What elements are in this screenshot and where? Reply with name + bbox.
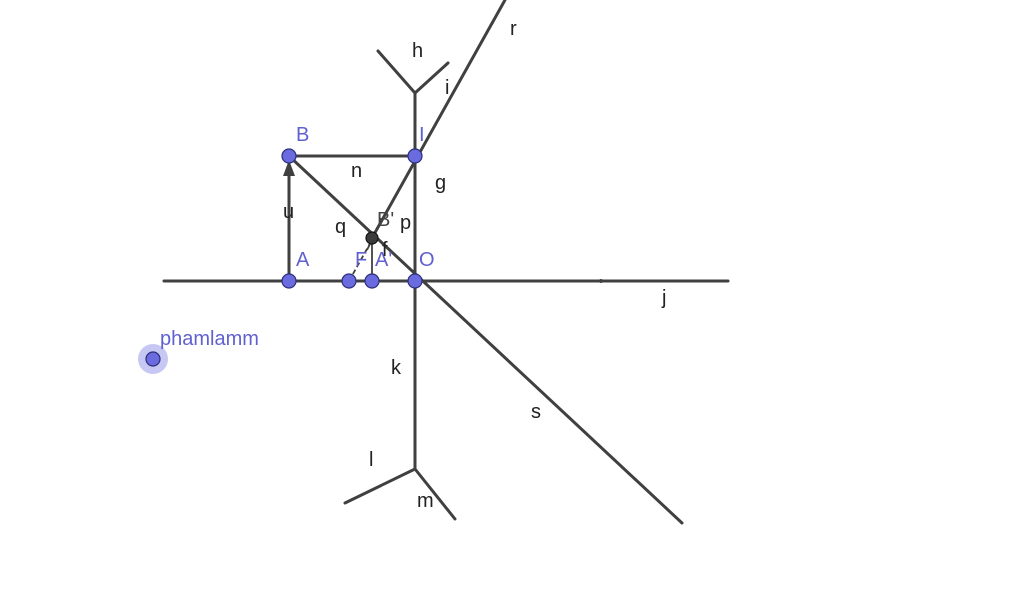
point-B-prime[interactable]	[365, 231, 379, 245]
point-A[interactable]	[281, 273, 297, 289]
line-s[interactable]	[287, 154, 684, 525]
label-B-prime: B'	[377, 209, 394, 231]
label-f: f	[382, 239, 388, 261]
label-m: m	[417, 490, 434, 512]
point-B[interactable]	[281, 148, 297, 164]
label-u: u	[283, 201, 294, 223]
label-I: I	[419, 124, 425, 146]
axis-tick-dot	[599, 279, 603, 283]
vector-u-arrowhead	[283, 160, 295, 176]
label-j: j	[661, 287, 666, 309]
point-A-prime[interactable]	[364, 273, 380, 289]
label-p: p	[400, 212, 411, 234]
label-g: g	[435, 172, 446, 194]
label-l: l	[369, 449, 373, 471]
line-h[interactable]	[376, 49, 417, 95]
line-i[interactable]	[413, 61, 450, 95]
label-A-prime: A'	[375, 249, 392, 271]
line-r[interactable]	[370, 0, 507, 240]
label-A: A	[296, 249, 310, 271]
label-q: q	[335, 216, 346, 238]
label-n: n	[351, 160, 362, 182]
label-h: h	[412, 40, 423, 62]
label-s: s	[531, 401, 541, 423]
label-O: O	[419, 249, 435, 271]
label-k: k	[391, 357, 402, 379]
label-F: F	[355, 249, 367, 271]
point-F[interactable]	[341, 273, 357, 289]
label-r: r	[510, 18, 517, 40]
point-I[interactable]	[407, 148, 423, 164]
free-point[interactable]	[145, 351, 161, 367]
label-free-point: phamlamm	[160, 328, 259, 350]
line-l[interactable]	[343, 467, 417, 505]
label-i: i	[445, 77, 449, 99]
line-m[interactable]	[413, 467, 457, 521]
point-O[interactable]	[407, 273, 423, 289]
label-B: B	[296, 124, 309, 146]
